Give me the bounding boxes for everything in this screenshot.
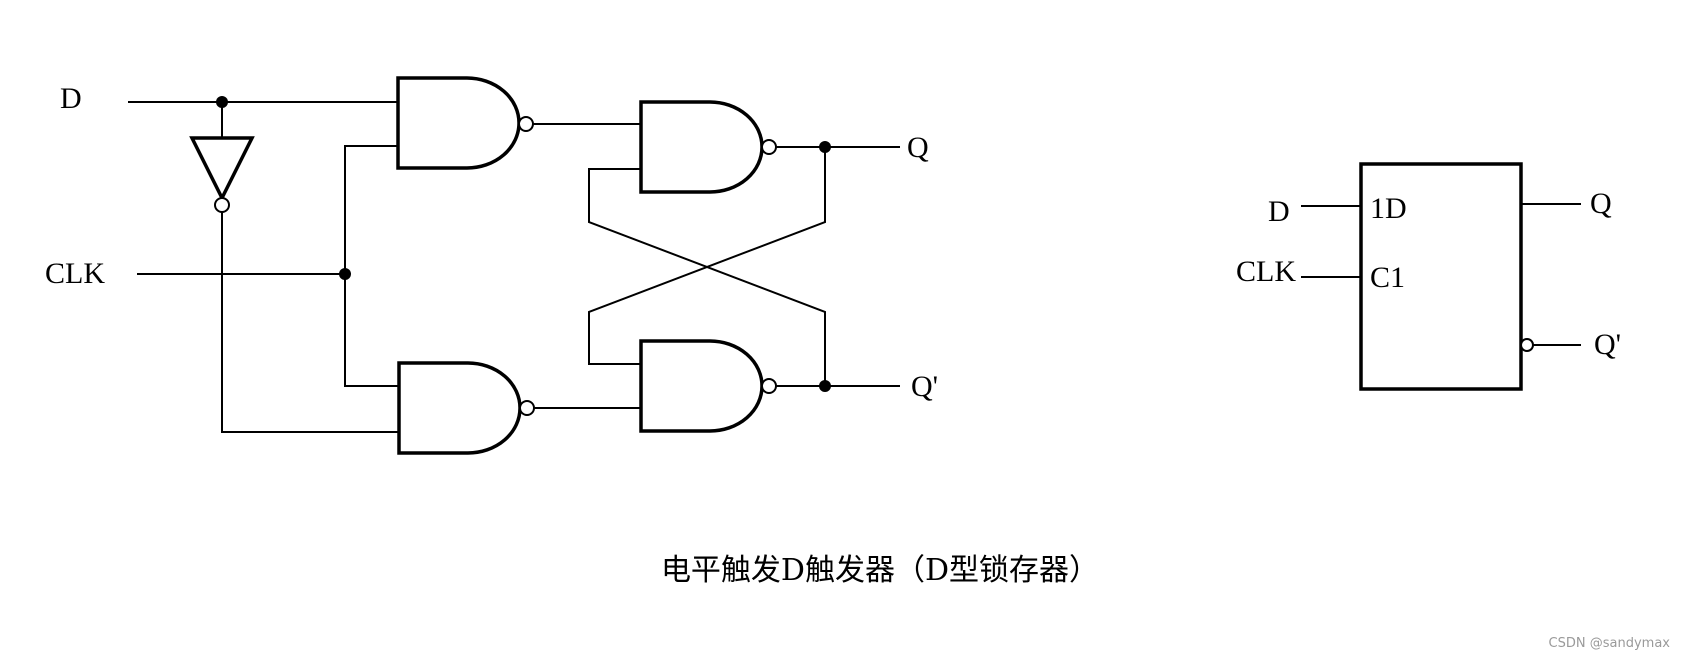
watermark: CSDN @sandymax [1549, 636, 1671, 651]
latch-symbol-box [1359, 162, 1523, 391]
symbol-label-q: Q [1590, 187, 1612, 220]
wire-clk-to-gates [344, 145, 398, 387]
diagram-caption: 电平触发D触发器（D型锁存器） [661, 553, 1099, 588]
inverter-bubble [214, 197, 230, 213]
inverter-gate [189, 136, 255, 202]
label-clk: CLK [45, 257, 105, 290]
label-q: Q [907, 131, 929, 164]
symbol-label-d: D [1268, 195, 1290, 228]
symbol-label-clk: CLK [1236, 255, 1296, 288]
label-qn: Q' [911, 370, 938, 403]
nand-gate-4 [639, 339, 764, 433]
wire-dnot-to-gate2 [221, 212, 398, 433]
nand-gate-1 [396, 76, 521, 170]
nand-gate-2 [397, 361, 522, 455]
nand-gate-2-bubble [519, 400, 535, 416]
nand-gate-1-bubble [518, 116, 534, 132]
label-d: D [60, 82, 82, 115]
nand-gate-3 [639, 100, 764, 194]
symbol-qn-bubble [1520, 338, 1534, 352]
gate-level-circuit: D CLK Q Q [45, 76, 938, 455]
junction-clk [339, 268, 351, 280]
symbol-label-qn: Q' [1594, 328, 1621, 361]
latch-logic-symbol: D 1D CLK C1 Q Q' [1236, 162, 1621, 391]
symbol-pin-1d: 1D [1370, 192, 1407, 225]
nand-gate-4-bubble [761, 378, 777, 394]
wire-feedback-q-to-gate4 [588, 147, 826, 365]
wire-feedback-qn-to-gate3 [588, 168, 826, 386]
symbol-pin-c1: C1 [1370, 261, 1405, 294]
nand-gate-3-bubble [761, 139, 777, 155]
